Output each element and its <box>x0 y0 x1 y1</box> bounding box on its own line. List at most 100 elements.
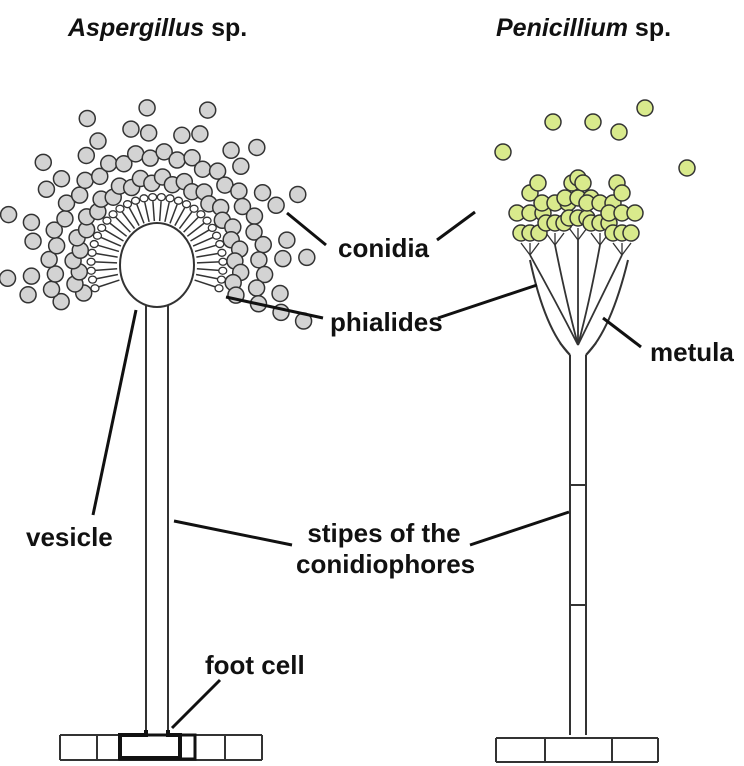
phialide <box>153 201 154 221</box>
conidium <box>627 205 643 221</box>
phialide <box>160 201 161 221</box>
conidium <box>611 124 627 140</box>
conidium <box>272 285 288 301</box>
phialide <box>165 202 169 222</box>
phialide <box>101 237 121 246</box>
conidium <box>35 154 51 170</box>
conidium <box>90 133 106 149</box>
phialide <box>622 243 631 255</box>
phialide-tip <box>183 201 191 208</box>
title-penicillium: Penicillium sp. <box>496 14 671 43</box>
conidium <box>57 211 73 227</box>
phialide-tip <box>190 205 198 212</box>
title-aspergillus-suffix: sp. <box>204 14 247 42</box>
leader-metula <box>603 318 641 347</box>
phialide <box>98 245 119 251</box>
phialide-tip <box>98 224 106 231</box>
phialide <box>197 269 219 271</box>
phialide <box>95 262 117 263</box>
conidium <box>299 249 315 265</box>
phialide-tip <box>88 249 96 256</box>
leader-stipes-right <box>470 512 569 545</box>
phialide-tip <box>208 224 216 231</box>
phialide-tip <box>203 217 211 224</box>
phialide-tip <box>166 195 174 202</box>
conidium <box>246 208 262 224</box>
conidium <box>575 175 591 191</box>
phialide <box>96 274 117 278</box>
conidium <box>255 185 271 201</box>
phialide <box>530 243 539 255</box>
conidium <box>545 114 561 130</box>
label-phialides: phialides <box>330 307 443 338</box>
phialide-tip <box>215 285 223 292</box>
phialide-tip <box>174 197 182 204</box>
foot-cell-box <box>120 735 195 759</box>
metula-branch <box>578 245 600 345</box>
label-foot-cell: foot cell <box>205 650 305 681</box>
phialide <box>193 237 213 246</box>
phialide <box>95 269 117 271</box>
phialide <box>591 233 600 245</box>
title-aspergillus: Aspergillus sp. <box>68 14 247 43</box>
conidium <box>23 214 39 230</box>
phialide <box>195 245 216 251</box>
phialide <box>521 243 530 255</box>
leader-vesicle <box>93 310 136 515</box>
phialide-tip <box>90 241 98 248</box>
phialide-tip <box>91 285 99 292</box>
phialide-tip <box>109 211 117 218</box>
conidium <box>38 181 54 197</box>
conidium <box>223 142 239 158</box>
phialide <box>555 233 564 245</box>
conidium <box>231 183 247 199</box>
phialide-tip <box>123 201 131 208</box>
phialide-tip <box>149 194 157 201</box>
leader-foot-cell <box>172 680 220 728</box>
conidium <box>101 156 117 172</box>
leader-phialides-right <box>438 285 537 318</box>
phialide-tip <box>197 211 205 218</box>
phialide-tip <box>218 249 226 256</box>
conidium <box>20 287 36 303</box>
label-conidia: conidia <box>338 233 429 264</box>
conidium <box>195 161 211 177</box>
metula-branch <box>555 245 578 345</box>
conidium <box>251 252 267 268</box>
phialide-tip <box>87 267 95 274</box>
penicillium-conidiophore <box>530 260 628 735</box>
conidium <box>53 171 69 187</box>
penicillium-conidia <box>495 100 695 241</box>
phialide-tip <box>219 258 227 265</box>
label-metula: metula <box>650 337 734 368</box>
phialide-tip <box>216 241 224 248</box>
conidium <box>79 110 95 126</box>
conidium <box>47 266 63 282</box>
phialide-tip <box>132 197 140 204</box>
aspergillus-vesicle <box>120 223 194 307</box>
phialide <box>99 280 120 287</box>
conidium <box>77 172 93 188</box>
phialide-tip <box>157 194 165 201</box>
conidium <box>192 126 208 142</box>
conidium <box>637 100 653 116</box>
label-vesicle: vesicle <box>26 522 113 553</box>
phialide-tip <box>140 195 148 202</box>
phialide-tip <box>219 267 227 274</box>
leader-stipes-left <box>174 521 292 545</box>
aspergillus-stipe <box>146 305 168 735</box>
phialide <box>170 204 177 223</box>
phialide-tip <box>213 232 221 239</box>
conidium <box>249 280 265 296</box>
conidium <box>44 281 60 297</box>
title-penicillium-suffix: sp. <box>628 14 671 42</box>
conidium <box>495 144 511 160</box>
phialide <box>137 204 144 223</box>
phialide <box>613 243 622 255</box>
conidium <box>279 232 295 248</box>
conidium <box>530 175 546 191</box>
conidium <box>128 146 144 162</box>
phialide-tip <box>87 258 95 265</box>
phialide <box>96 254 118 258</box>
conidium <box>25 233 41 249</box>
